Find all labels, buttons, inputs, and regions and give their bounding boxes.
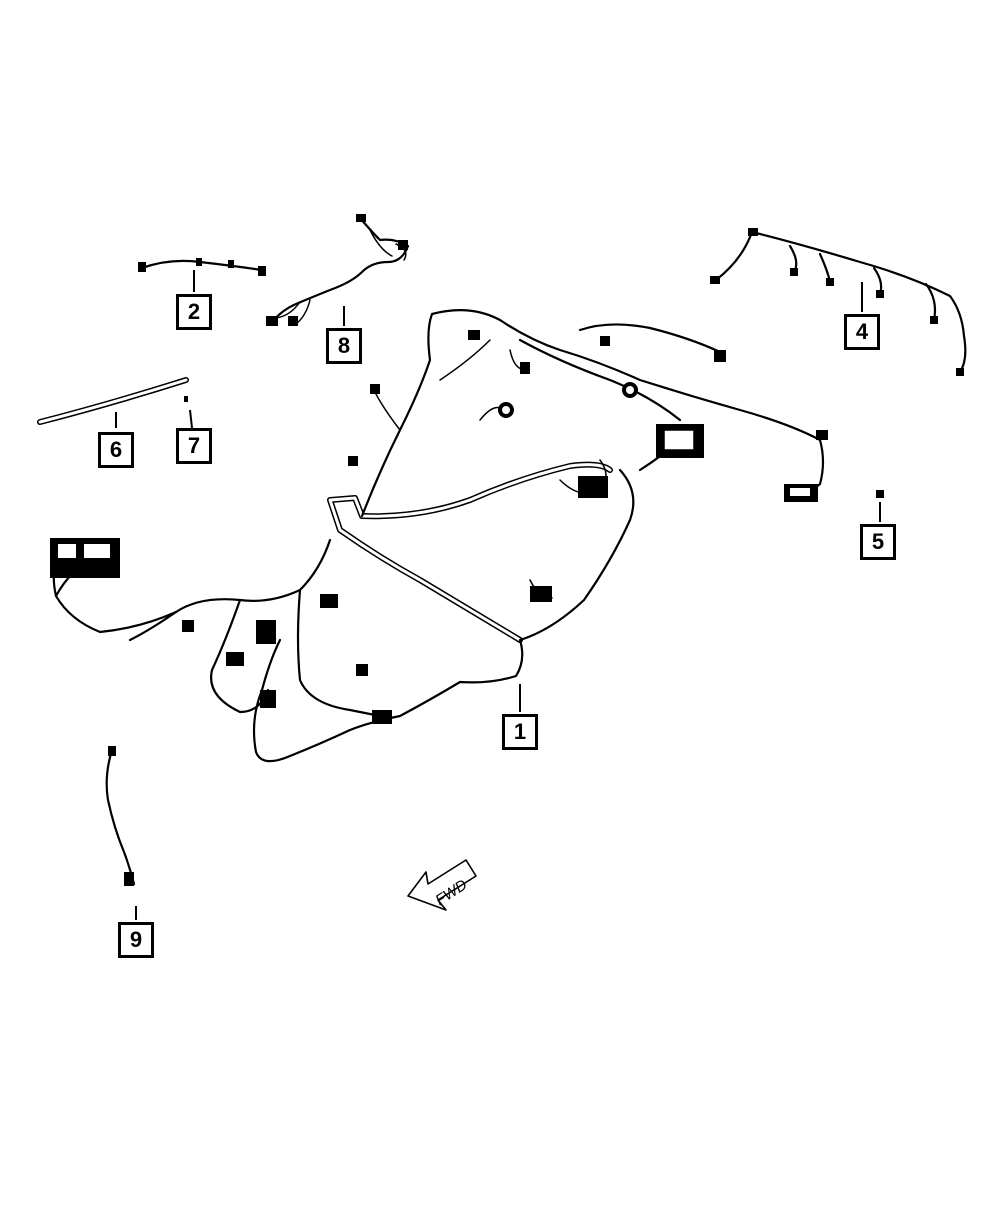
harness-part-9	[105, 746, 136, 886]
forward-direction-arrow: FWD	[407, 859, 477, 911]
grommet-part-5	[876, 490, 884, 498]
harness-part-4	[710, 228, 967, 376]
harness-part-6	[37, 377, 189, 425]
callout-4: 4	[844, 314, 880, 350]
clip-part-7	[184, 396, 188, 402]
harness-part-8	[266, 214, 410, 326]
callout-8: 8	[326, 328, 362, 364]
callout-2: 2	[176, 294, 212, 330]
harness-part-2	[138, 258, 266, 276]
callout-6: 6	[98, 432, 134, 468]
leader-7	[189, 409, 193, 429]
callout-5: 5	[860, 524, 896, 560]
harness-part-1	[50, 309, 828, 763]
callout-9: 9	[118, 922, 154, 958]
callout-1: 1	[502, 714, 538, 750]
callout-7: 7	[176, 428, 212, 464]
